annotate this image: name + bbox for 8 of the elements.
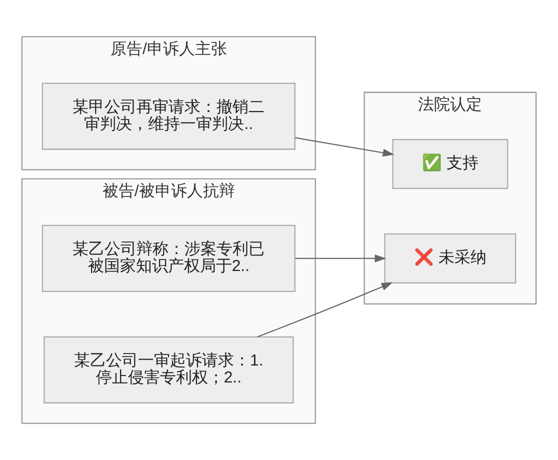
node-box: ❌ 未采纳 [384,233,516,284]
arrow [295,137,394,157]
node-box: 某乙公司一审起诉请求：1.停止侵害专利权；2.. [44,336,294,404]
node-box: 某甲公司再审请求：撤销二审判决，维持一审判决.. [42,82,296,150]
node-box: 某乙公司辩称：涉案专利已被国家知识产权局于2.. [42,224,296,292]
arrow [257,282,393,338]
arrow [295,254,386,262]
node-box: ✅ 支持 [392,139,508,190]
